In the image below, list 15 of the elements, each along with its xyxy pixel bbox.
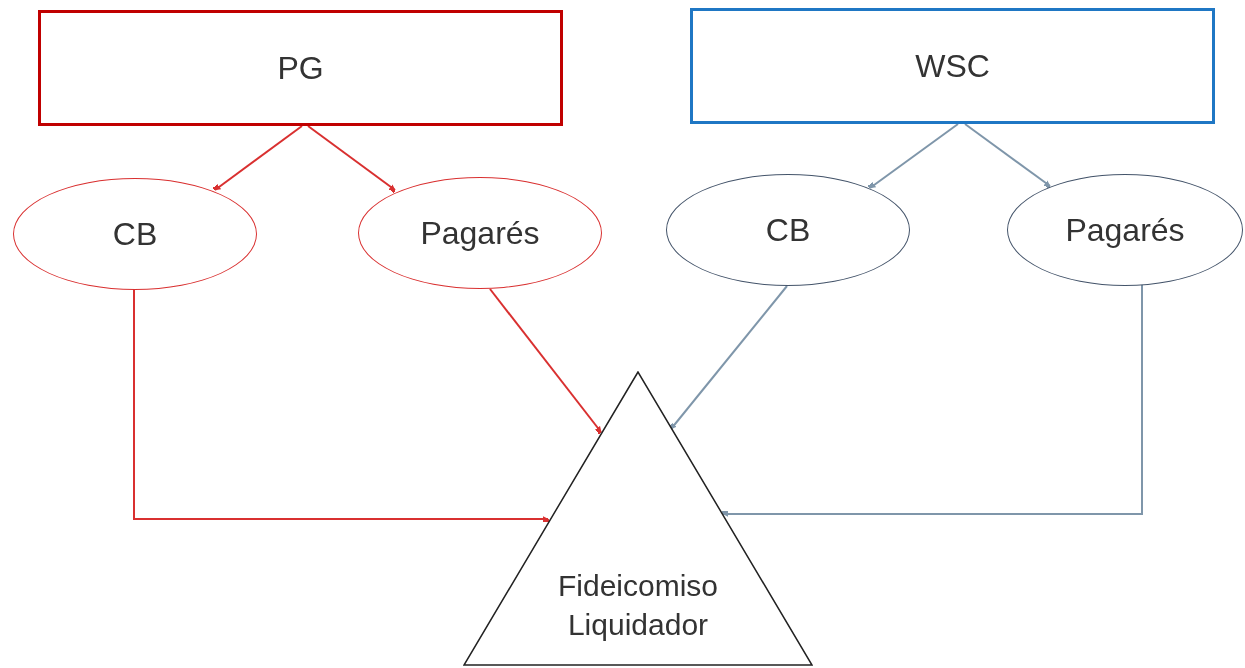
- node-label: PG: [277, 49, 324, 88]
- node-label: CB: [112, 215, 158, 254]
- arrow: [865, 123, 959, 189]
- node-label: Pagarés: [420, 214, 540, 253]
- node-label: Fideicomiso Liquidador: [556, 568, 720, 643]
- process-box: [690, 8, 1215, 124]
- node-label: Pagarés: [1065, 211, 1185, 250]
- arrow: [489, 288, 603, 437]
- arrow: [307, 125, 398, 194]
- arrow: [964, 123, 1053, 190]
- node-label: CB: [765, 211, 811, 250]
- process-box: [38, 10, 563, 126]
- arrow: [210, 125, 303, 192]
- triangle-node: [463, 371, 813, 666]
- node-label: WSC: [915, 47, 990, 86]
